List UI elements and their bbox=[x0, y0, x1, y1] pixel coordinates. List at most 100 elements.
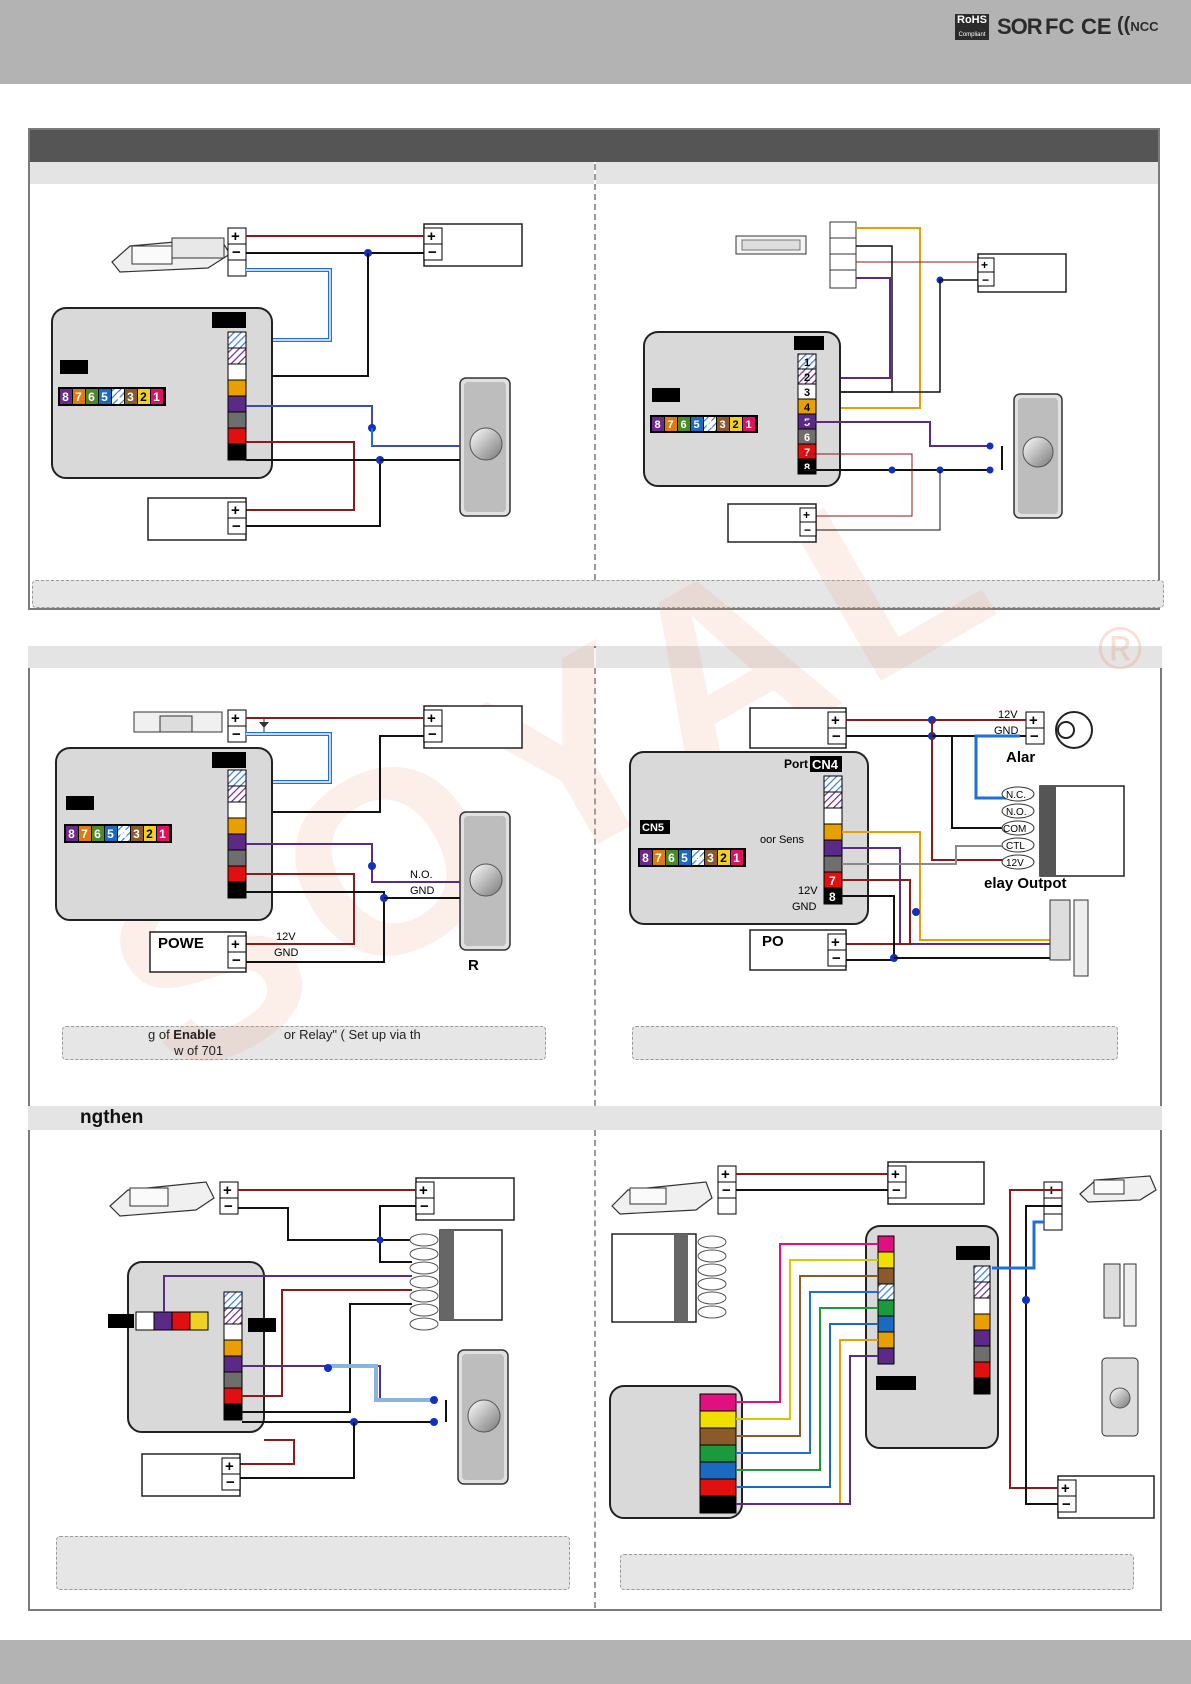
label-mr-12v: 12V bbox=[798, 885, 818, 897]
wire bbox=[736, 1323, 878, 1488]
relay-terminals-br bbox=[697, 1235, 727, 1319]
pin-6 bbox=[86, 389, 98, 404]
pin-label: 2 bbox=[140, 390, 147, 404]
pin-label: 1 bbox=[804, 357, 810, 369]
subheader-top-right bbox=[596, 162, 1158, 184]
controller-unit-mr bbox=[629, 751, 869, 925]
pin-label: 7 bbox=[81, 827, 88, 841]
pin-label: 8 bbox=[642, 851, 649, 865]
pin-box bbox=[973, 1345, 991, 1363]
pin-box bbox=[973, 1329, 991, 1347]
section-header-bar bbox=[30, 130, 1158, 162]
pin-2 bbox=[144, 826, 156, 841]
exit-button bbox=[459, 377, 511, 517]
label-12v: 12V bbox=[276, 931, 296, 943]
pin-5 bbox=[99, 389, 111, 404]
relay-module bbox=[1039, 785, 1125, 877]
label-pin8: 8 bbox=[829, 890, 836, 904]
bottom-banner bbox=[0, 1640, 1191, 1684]
svg-text:−: − bbox=[832, 950, 841, 967]
label-power-mr: PO bbox=[762, 933, 784, 950]
pin-2 bbox=[718, 850, 730, 865]
pin-label: 2 bbox=[720, 851, 727, 865]
relay-terminals-bl bbox=[409, 1233, 439, 1331]
svg-text:+: + bbox=[831, 712, 840, 729]
pin-8 bbox=[66, 826, 78, 841]
label-mr-gnd: GND bbox=[792, 901, 817, 913]
svg-text:+: + bbox=[223, 1182, 232, 1199]
pin-label: 3 bbox=[707, 851, 714, 865]
svg-text:+: + bbox=[831, 934, 840, 951]
note-box-bottom-left bbox=[56, 1536, 570, 1590]
section-title-bottom: ngthen bbox=[80, 1107, 144, 1128]
wire bbox=[736, 1291, 878, 1454]
wire bbox=[736, 1243, 878, 1403]
pin-box bbox=[699, 1393, 737, 1412]
plus-symbol: + bbox=[231, 228, 240, 245]
pin-7 bbox=[665, 417, 677, 431]
pin-1 bbox=[731, 850, 743, 865]
pin-label: 4 bbox=[706, 419, 713, 431]
label-no-relay: N.O. bbox=[1006, 807, 1027, 818]
svg-text:−: − bbox=[1062, 1496, 1071, 1513]
svg-text:−: − bbox=[420, 1198, 429, 1215]
pin-box bbox=[877, 1347, 895, 1365]
label-alarm-gnd: GND bbox=[994, 725, 1019, 737]
pin-4 bbox=[704, 417, 716, 431]
pin-4 bbox=[118, 826, 130, 841]
pin-box bbox=[877, 1315, 895, 1333]
label-alarm: Alar bbox=[1006, 749, 1035, 766]
subheader-mid-left bbox=[28, 646, 594, 668]
note-box-top bbox=[32, 580, 1164, 608]
svg-text:+: + bbox=[231, 502, 240, 519]
pin-box bbox=[973, 1281, 991, 1299]
pin-label: 3 bbox=[133, 827, 140, 841]
note-box-mid-left bbox=[62, 1026, 546, 1060]
pin-label: 4 bbox=[694, 851, 701, 865]
pin-5 bbox=[105, 826, 117, 841]
connector-br-bottom bbox=[699, 1393, 737, 1514]
pin-box bbox=[973, 1265, 991, 1283]
wire bbox=[736, 1355, 878, 1505]
label-alarm-12v: 12V bbox=[998, 709, 1018, 721]
pin-label: 4 bbox=[120, 827, 127, 841]
svg-text:−: − bbox=[428, 726, 437, 743]
pin-label: 8 bbox=[62, 390, 69, 404]
fcc-logo: FC bbox=[1045, 14, 1075, 39]
svg-text:+: + bbox=[231, 936, 240, 953]
relay-terminal bbox=[409, 1233, 439, 1247]
pin-6 bbox=[678, 417, 690, 431]
column-divider-bottom bbox=[594, 668, 596, 1608]
pin-6 bbox=[666, 850, 678, 865]
exit-button-br bbox=[1101, 1357, 1139, 1437]
relay-terminal bbox=[697, 1277, 727, 1291]
pin-box bbox=[877, 1251, 895, 1269]
svg-text:−: − bbox=[832, 728, 841, 745]
label-cn4: CN4 bbox=[812, 757, 839, 772]
pin-label: 3 bbox=[127, 390, 134, 404]
wire bbox=[736, 1339, 878, 1505]
pin-box bbox=[699, 1461, 737, 1480]
pin-label: 2 bbox=[146, 827, 153, 841]
pin-label: 3 bbox=[719, 419, 725, 431]
pin-label: 5 bbox=[693, 419, 699, 431]
pin-box bbox=[973, 1313, 991, 1331]
pin-label: 5 bbox=[107, 827, 114, 841]
svg-text:+: + bbox=[803, 508, 810, 522]
pin-box bbox=[699, 1495, 737, 1514]
pin-4 bbox=[692, 850, 704, 865]
label-power: POWE bbox=[158, 935, 204, 952]
pin-label: 1 bbox=[153, 390, 160, 404]
pin-label: 8 bbox=[654, 419, 660, 431]
label-relay-output: elay Outpot bbox=[984, 875, 1067, 892]
label-relay-12v: 12V bbox=[1006, 858, 1024, 869]
minus-symbol: − bbox=[232, 244, 241, 261]
relay-terminal bbox=[697, 1305, 727, 1319]
pin-box bbox=[699, 1410, 737, 1429]
pin-1 bbox=[151, 389, 163, 404]
